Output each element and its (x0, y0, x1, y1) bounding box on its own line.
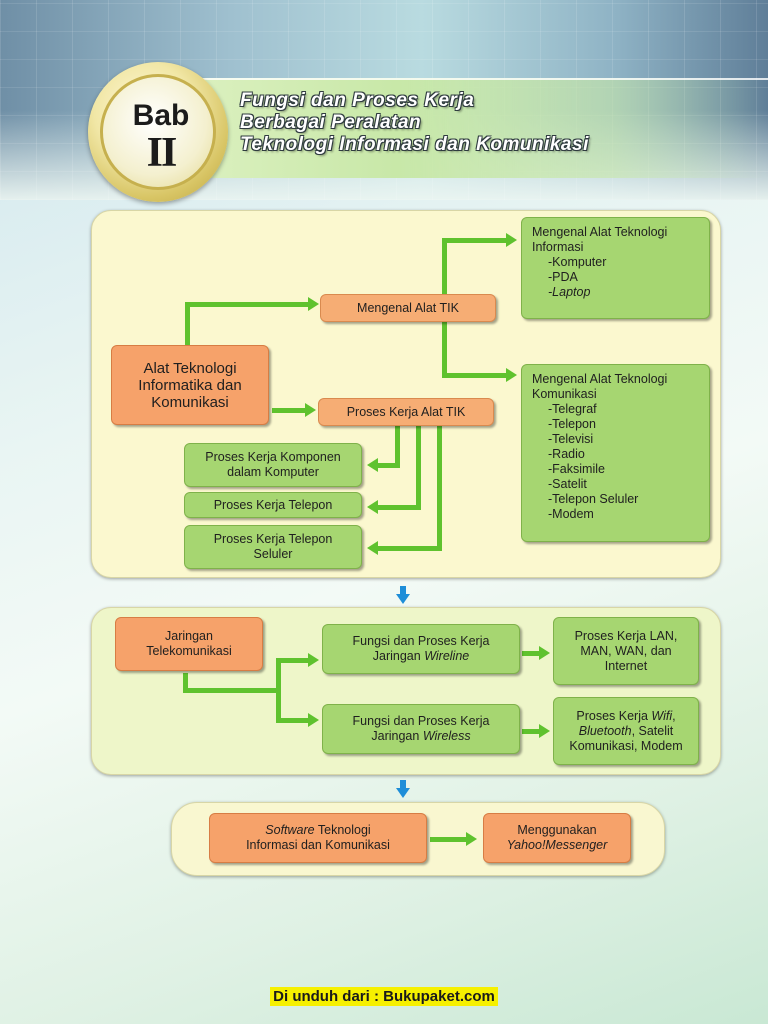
root-line-3: Komunikasi (151, 393, 229, 411)
root-line-2: Informatika dan (138, 376, 242, 394)
box-proses-kerja-alat-tik: Proses Kerja Alat TIK (318, 398, 494, 426)
box-proses-seluler: Proses Kerja Telepon Seluler (184, 525, 362, 569)
connector (395, 426, 400, 468)
wifi-line-1: Proses Kerja Wifi, (576, 708, 676, 723)
title-band (150, 78, 768, 178)
connector (272, 408, 308, 413)
komunikasi-item: -Telepon (548, 417, 596, 431)
wireless-line-2: Jaringan Wireless (371, 729, 471, 743)
komunikasi-item: -Telegraf (548, 402, 597, 416)
komponen-line-2: dalam Komputer (227, 465, 319, 479)
informasi-item: -Komputer (548, 255, 607, 269)
connector (185, 302, 309, 307)
connector (276, 658, 281, 723)
software-line-2: Informasi dan Komunikasi (246, 838, 390, 852)
arrow-right (308, 297, 319, 311)
chapter-badge: Bab II (88, 62, 228, 202)
title-line-2: Berbagai Peralatan (240, 112, 422, 133)
down-arrow-icon (396, 586, 410, 604)
box-alat-teknologi: Alat Teknologi Informatika dan Komunikas… (111, 345, 269, 425)
yahoo-line-2: Yahoo!Messenger (506, 838, 608, 852)
box-jaringan-telekomunikasi: Jaringan Telekomunikasi (115, 617, 263, 671)
down-arrow-icon (396, 780, 410, 798)
seluler-line-2: Seluler (253, 547, 293, 561)
connector (522, 729, 540, 734)
box-proses-lan: Proses Kerja LAN, MAN, WAN, dan Internet (553, 617, 699, 685)
box-proses-wifi: Proses Kerja Wifi, Bluetooth, Satelit Ko… (553, 697, 699, 765)
box-yahoo-messenger: Menggunakan Yahoo!Messenger (483, 813, 631, 863)
box-jaringan-wireline: Fungsi dan Proses Kerja Jaringan Wirelin… (322, 624, 520, 674)
arrow-right (539, 724, 550, 738)
connector (276, 658, 310, 663)
connector (378, 463, 400, 468)
lan-line-1: Proses Kerja LAN, (574, 628, 678, 643)
root-line-1: Alat Teknologi (143, 359, 237, 377)
arrow-left (367, 458, 378, 472)
box-proses-komponen: Proses Kerja Komponen dalam Komputer (184, 443, 362, 487)
informasi-heading-1: Mengenal Alat Teknologi (532, 225, 668, 239)
lan-line-3: Internet (604, 658, 648, 673)
arrow-right (308, 713, 319, 727)
connector (437, 426, 442, 551)
connector (442, 373, 508, 378)
connector (183, 688, 281, 693)
connector (185, 302, 190, 346)
connector (430, 837, 468, 842)
box-proses-telepon: Proses Kerja Telepon (184, 492, 362, 518)
arrow-right (466, 832, 477, 846)
connector (442, 238, 508, 243)
komunikasi-item: -Radio (548, 447, 585, 461)
komponen-line-1: Proses Kerja Komponen (205, 450, 341, 464)
arrow-right (506, 233, 517, 247)
title-line-3: Teknologi Informasi dan Komunikasi (240, 134, 589, 155)
arrow-left (367, 541, 378, 555)
wifi-line-3: Komunikasi, Modem (569, 738, 683, 753)
jaringan-line-1: Jaringan (165, 629, 213, 643)
lan-line-2: MAN, WAN, dan (580, 643, 672, 658)
komunikasi-item: -Modem (548, 507, 594, 521)
wireless-line-1: Fungsi dan Proses Kerja (352, 714, 490, 728)
informasi-heading-2: Informasi (532, 240, 584, 254)
software-line-1: Software Teknologi (265, 823, 371, 837)
box-mengenal-alat-tik: Mengenal Alat TIK (320, 294, 496, 322)
arrow-left (367, 500, 378, 514)
box-software-tik: Software Teknologi Informasi dan Komunik… (209, 813, 427, 863)
footer-text: Di unduh dari : Bukupaket.com (270, 987, 498, 1006)
connector (378, 546, 442, 551)
yahoo-line-1: Menggunakan (517, 823, 597, 837)
connector (183, 673, 188, 693)
connector (276, 718, 310, 723)
komunikasi-item: -Telepon Seluler (548, 492, 639, 506)
badge-number: II (146, 130, 178, 176)
jaringan-line-2: Telekomunikasi (146, 644, 232, 658)
footer-source: Di unduh dari : Bukupaket.com (0, 987, 768, 1006)
box-alat-komunikasi: Mengenal Alat Teknologi Komunikasi -Tele… (521, 364, 710, 542)
box-jaringan-wireless: Fungsi dan Proses Kerja Jaringan Wireles… (322, 704, 520, 754)
wireline-line-2: Jaringan Wireline (372, 649, 470, 663)
arrow-right (305, 403, 316, 417)
chapter-title: Fungsi dan Proses Kerja Berbagai Peralat… (240, 90, 760, 156)
arrow-right (506, 368, 517, 382)
informasi-item: -Laptop (548, 285, 591, 299)
arrow-right (308, 653, 319, 667)
seluler-line-1: Proses Kerja Telepon (213, 532, 333, 546)
wireline-line-1: Fungsi dan Proses Kerja (352, 634, 490, 648)
arrow-right (539, 646, 550, 660)
title-line-1: Fungsi dan Proses Kerja (240, 90, 475, 111)
connector (378, 505, 421, 510)
informasi-item: -PDA (548, 270, 578, 284)
komunikasi-item: -Faksimile (548, 462, 605, 476)
badge-label: Bab (132, 99, 190, 132)
connector (416, 426, 421, 510)
komunikasi-heading-1: Mengenal Alat Teknologi (532, 372, 668, 386)
komunikasi-heading-2: Komunikasi (532, 387, 597, 401)
wifi-line-2: Bluetooth, Satelit (578, 723, 674, 738)
komunikasi-item: -Televisi (548, 432, 594, 446)
box-alat-informasi: Mengenal Alat Teknologi Informasi -Kompu… (521, 217, 710, 319)
komunikasi-item: -Satelit (548, 477, 587, 491)
connector (522, 651, 540, 656)
